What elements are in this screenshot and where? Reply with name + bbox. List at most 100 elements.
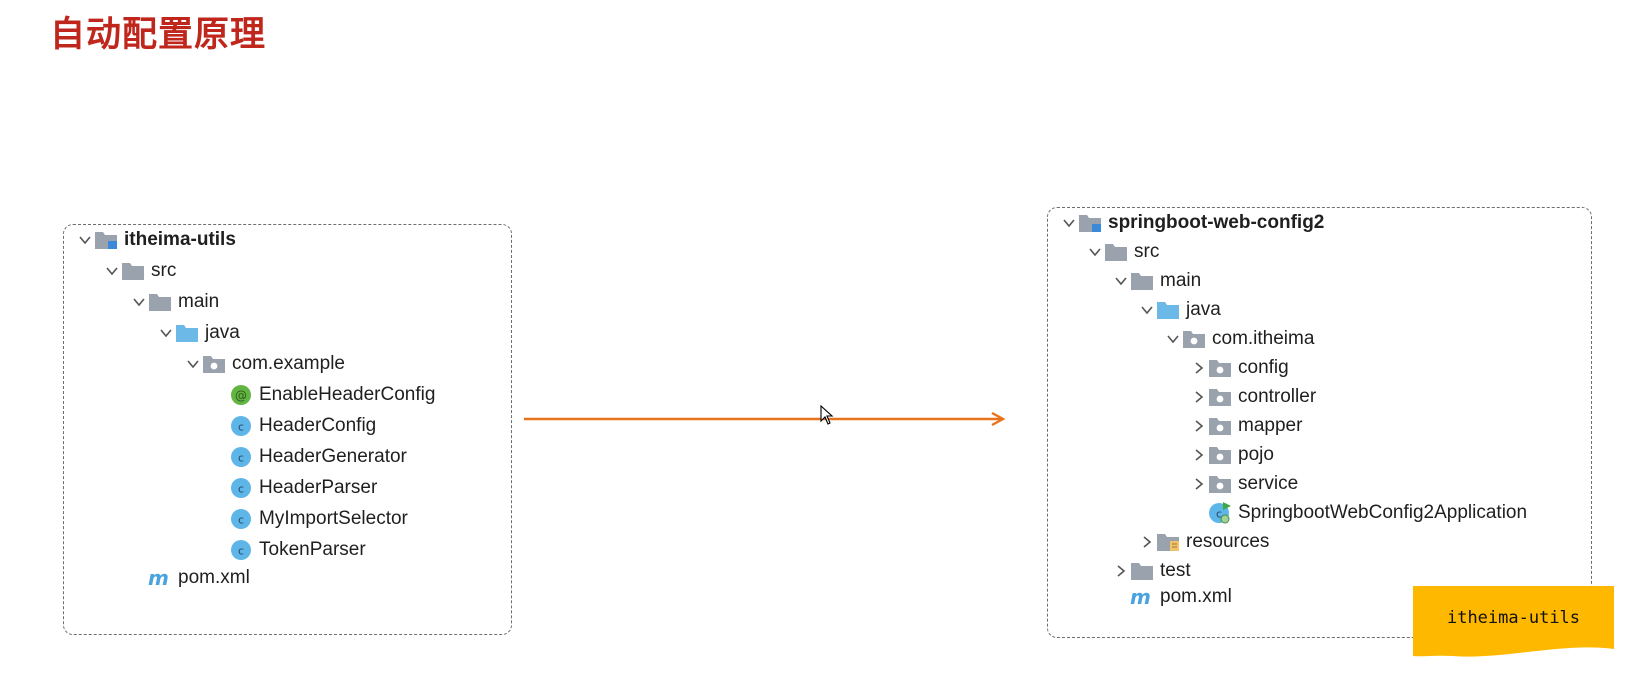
svg-text:c: c xyxy=(238,452,244,465)
chevron-down-icon[interactable] xyxy=(157,324,175,342)
module-folder-icon xyxy=(94,229,118,251)
annotation-icon: @ xyxy=(229,384,253,406)
chevron-down-icon[interactable] xyxy=(76,231,94,249)
module-folder-icon xyxy=(1078,212,1102,234)
svg-text:c: c xyxy=(238,514,244,527)
class-icon: c xyxy=(229,508,253,530)
source-folder-icon xyxy=(175,322,199,344)
tree-node-label: service xyxy=(1238,473,1299,494)
source-folder-icon xyxy=(1156,299,1180,321)
folder-icon xyxy=(1130,270,1154,292)
chevron-down-icon[interactable] xyxy=(130,293,148,311)
slide-title: 自动配置原理 xyxy=(50,15,267,55)
chevron-down-icon[interactable] xyxy=(1138,301,1156,319)
package-icon xyxy=(1208,357,1232,379)
tree-spacer xyxy=(211,417,229,435)
tree-node-main[interactable]: main xyxy=(1112,268,1201,294)
tree-node-java[interactable]: java xyxy=(157,320,240,346)
chevron-down-icon[interactable] xyxy=(184,355,202,373)
spring-app-class-icon: c xyxy=(1208,502,1232,524)
tree-spacer xyxy=(1112,588,1130,606)
tree-node-label: main xyxy=(1160,270,1202,291)
tree-node-label: test xyxy=(1160,560,1191,581)
tree-node-file[interactable]: @EnableHeaderConfig xyxy=(211,382,435,408)
tree-node-app-class[interactable]: c SpringbootWebConfig2Application xyxy=(1190,500,1527,526)
package-icon xyxy=(202,353,226,375)
tree-spacer xyxy=(130,569,148,587)
class-icon: c xyxy=(229,415,253,437)
tree-node-label: config xyxy=(1238,357,1289,378)
tree-node-label: pojo xyxy=(1238,444,1274,465)
tree-node-package[interactable]: com.example xyxy=(184,351,345,377)
tree-node-subpackage[interactable]: mapper xyxy=(1190,413,1302,439)
chevron-down-icon[interactable] xyxy=(1086,243,1104,261)
sticky-note: itheima-utils xyxy=(1413,586,1614,661)
tree-node-label: main xyxy=(178,291,220,312)
tree-node-resources[interactable]: resources xyxy=(1138,529,1269,555)
chevron-right-icon[interactable] xyxy=(1112,562,1130,580)
package-icon xyxy=(1208,386,1232,408)
chevron-right-icon[interactable] xyxy=(1190,446,1208,464)
tree-node-pom[interactable]: m pom.xml xyxy=(130,565,250,591)
tree-node-subpackage[interactable]: config xyxy=(1190,355,1289,381)
chevron-right-icon[interactable] xyxy=(1190,388,1208,406)
tree-node-subpackage[interactable]: pojo xyxy=(1190,442,1274,468)
svg-text:m: m xyxy=(148,568,169,588)
tree-node-label: java xyxy=(1186,299,1221,320)
tree-node-subpackage[interactable]: controller xyxy=(1190,384,1316,410)
tree-spacer xyxy=(211,448,229,466)
folder-icon xyxy=(148,291,172,313)
folder-icon xyxy=(121,260,145,282)
folder-icon xyxy=(1130,560,1154,582)
tree-node-label: resources xyxy=(1186,531,1270,552)
tree-node-package[interactable]: com.itheima xyxy=(1164,326,1314,352)
sticky-note-label: itheima-utils xyxy=(1446,608,1581,628)
svg-text:m: m xyxy=(1130,587,1151,607)
class-icon: c xyxy=(229,539,253,561)
tree-node-label: com.itheima xyxy=(1212,328,1315,349)
chevron-right-icon[interactable] xyxy=(1190,417,1208,435)
tree-spacer xyxy=(211,510,229,528)
chevron-down-icon[interactable] xyxy=(1060,214,1078,232)
tree-node-label: pom.xml xyxy=(178,567,250,588)
tree-node-file[interactable]: c MyImportSelector xyxy=(211,506,408,532)
tree-node-src[interactable]: src xyxy=(103,258,176,284)
maven-icon: m xyxy=(148,567,172,589)
tree-node-label: mapper xyxy=(1238,415,1303,436)
tree-node-java[interactable]: java xyxy=(1138,297,1221,323)
tree-node-label: com.example xyxy=(232,353,345,374)
package-icon xyxy=(1208,444,1232,466)
tree-node-main[interactable]: main xyxy=(130,289,219,315)
tree-node-label: itheima-utils xyxy=(124,229,236,250)
chevron-down-icon[interactable] xyxy=(103,262,121,280)
chevron-down-icon[interactable] xyxy=(1164,330,1182,348)
tree-node-file[interactable]: c HeaderGenerator xyxy=(211,444,407,470)
tree-node-label: HeaderGenerator xyxy=(259,446,407,467)
svg-text:@: @ xyxy=(235,389,247,403)
package-icon xyxy=(1208,415,1232,437)
tree-node-test[interactable]: test xyxy=(1112,558,1191,584)
tree-node-label: src xyxy=(1134,241,1160,262)
tree-node-label: java xyxy=(205,322,240,343)
chevron-right-icon[interactable] xyxy=(1190,359,1208,377)
tree-node-label: MyImportSelector xyxy=(259,508,408,529)
tree-node-label: HeaderParser xyxy=(259,477,378,498)
package-icon xyxy=(1208,473,1232,495)
tree-spacer xyxy=(211,541,229,559)
tree-node-label: SpringbootWebConfig2Application xyxy=(1238,502,1528,523)
tree-node-src[interactable]: src xyxy=(1086,239,1159,265)
tree-node-project-root[interactable]: springboot-web-config2 xyxy=(1060,210,1324,236)
tree-node-project-root[interactable]: itheima-utils xyxy=(76,227,236,253)
tree-node-subpackage[interactable]: service xyxy=(1190,471,1298,497)
tree-spacer xyxy=(211,479,229,497)
chevron-right-icon[interactable] xyxy=(1138,533,1156,551)
chevron-down-icon[interactable] xyxy=(1112,272,1130,290)
svg-text:c: c xyxy=(238,545,244,558)
tree-node-label: controller xyxy=(1238,386,1317,407)
chevron-right-icon[interactable] xyxy=(1190,475,1208,493)
